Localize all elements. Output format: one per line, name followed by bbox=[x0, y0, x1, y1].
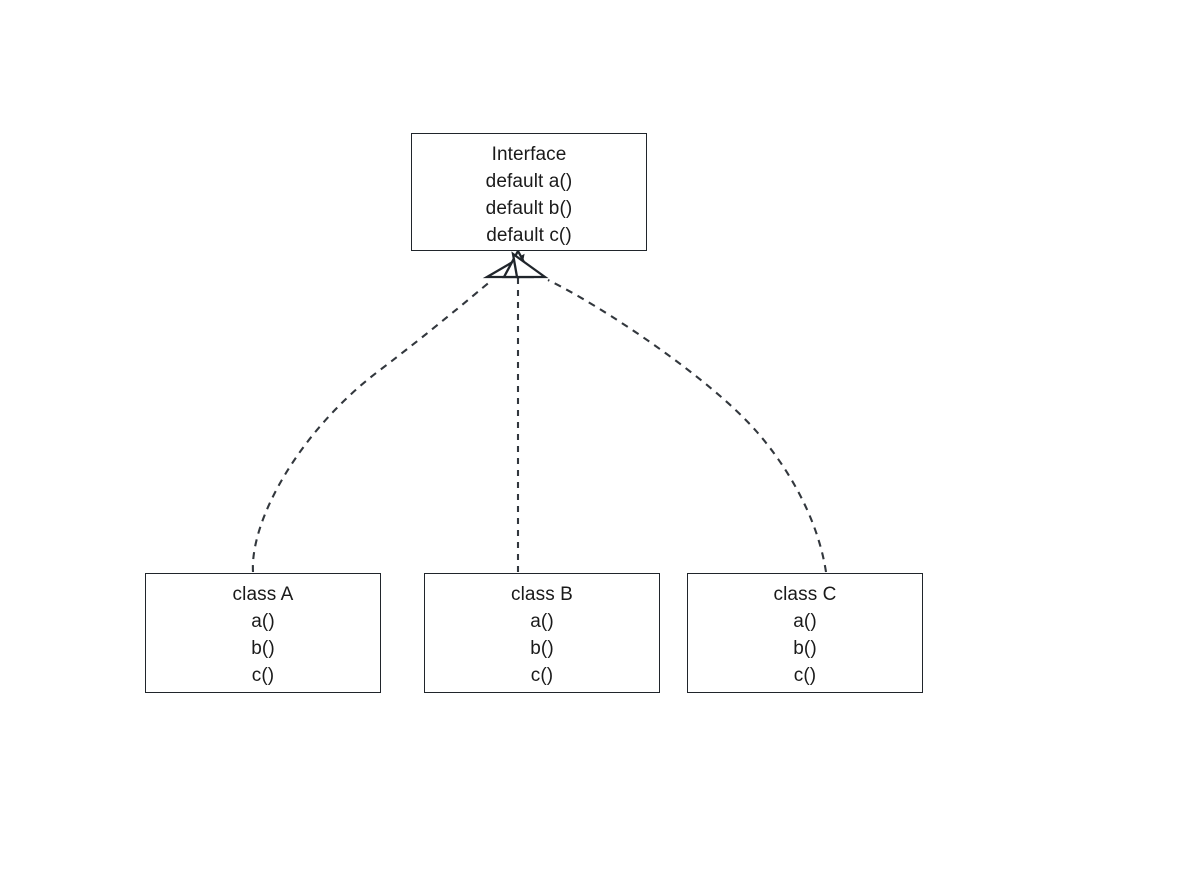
class-b-member-a: a() bbox=[530, 611, 554, 632]
connector-class-c bbox=[547, 279, 828, 573]
class-c-name: class C bbox=[773, 584, 837, 605]
class-c-member-a: a() bbox=[793, 611, 817, 632]
interface-member-c: default c() bbox=[486, 225, 572, 246]
connector-class-a bbox=[251, 279, 493, 573]
class-a-box[interactable]: class A a() b() c() bbox=[145, 573, 381, 693]
class-b-box[interactable]: class B a() b() c() bbox=[424, 573, 660, 693]
interface-name: Interface bbox=[491, 144, 567, 165]
class-a-member-b: b() bbox=[251, 638, 275, 659]
class-c-member-c: c() bbox=[793, 665, 817, 686]
class-a-name: class A bbox=[232, 584, 294, 605]
class-b-name: class B bbox=[511, 584, 573, 605]
arrowhead-class-c-icon bbox=[511, 251, 549, 279]
interface-member-a: default a() bbox=[485, 171, 573, 192]
class-c-member-b: b() bbox=[793, 638, 817, 659]
class-a-member-c: c() bbox=[251, 665, 275, 686]
class-b-member-c: c() bbox=[530, 665, 554, 686]
class-a-member-a: a() bbox=[251, 611, 275, 632]
class-c-box[interactable]: class C a() b() c() bbox=[687, 573, 923, 693]
interface-member-b: default b() bbox=[485, 198, 573, 219]
interface-box[interactable]: Interface default a() default b() defaul… bbox=[411, 133, 647, 251]
class-b-member-b: b() bbox=[530, 638, 554, 659]
